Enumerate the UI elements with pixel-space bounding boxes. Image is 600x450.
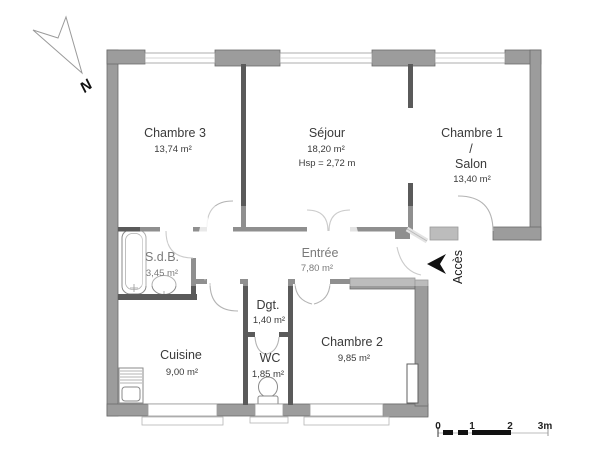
watermark [140, 205, 470, 286]
label-entree: Entrée [302, 246, 339, 260]
access-indicator: Accès [427, 250, 465, 284]
door-chambre2-right [313, 283, 331, 305]
window-cuisine [147, 403, 218, 417]
door-chambre1 [457, 195, 494, 232]
access-label: Accès [451, 250, 465, 284]
area-wc: 1,85 m² [252, 369, 284, 380]
door-sejour-right [328, 209, 351, 232]
label-salon: Salon [455, 157, 487, 171]
radiator-icon [406, 363, 419, 404]
kitchen-sink-icon [118, 367, 144, 404]
door-wc-left [254, 336, 266, 355]
window-wc [254, 403, 284, 417]
door-chambre2-left [294, 283, 313, 305]
area-chambre3: 13,74 m² [154, 144, 192, 155]
door-cuisine [209, 282, 239, 312]
area-entree: 7,80 m² [301, 263, 333, 274]
door-sejour-left [306, 209, 329, 232]
area-cuisine: 9,00 m² [166, 367, 198, 378]
toilet-icon [257, 376, 279, 407]
door-sdb [165, 230, 194, 259]
area-chambre2: 9,85 m² [338, 353, 370, 364]
windows [141, 52, 506, 426]
scale-tick-0: 0 [435, 421, 441, 432]
partition-walls [118, 64, 413, 405]
label-wc: WC [260, 351, 281, 365]
scale-bar: 0 1 2 3m [435, 421, 552, 437]
label-cuisine: Cuisine [160, 348, 202, 362]
door-entry-arc [396, 246, 422, 276]
compass-needle-icon [32, 15, 83, 75]
label-dgt: Dgt. [257, 298, 280, 312]
scale-tick-1: 1 [469, 421, 475, 432]
scale-tick-3m: 3m [538, 421, 553, 432]
label-chambre1: Chambre 1 [441, 126, 503, 140]
label-chambre3: Chambre 3 [144, 126, 206, 140]
door-wc-right [266, 336, 280, 355]
scale-tick-2: 2 [507, 421, 513, 432]
label-chambre2: Chambre 2 [321, 335, 383, 349]
label-chambre1-separator: / [469, 142, 473, 156]
area-chambre1: 13,40 m² [453, 174, 491, 185]
area-sdb: 3,45 m² [146, 268, 178, 279]
door-arcs [165, 195, 494, 355]
window-chambre2 [309, 403, 384, 417]
access-arrow-icon [427, 254, 446, 274]
note-sejour-hsp: Hsp = 2,72 m [299, 158, 356, 169]
room-labels: Chambre 3 13,74 m² Séjour 18,20 m² Hsp =… [144, 126, 503, 380]
area-dgt: 1,40 m² [253, 315, 285, 326]
area-sejour: 18,20 m² [307, 144, 345, 155]
label-sejour: Séjour [309, 126, 345, 140]
label-sdb: S.d.B. [145, 250, 179, 264]
